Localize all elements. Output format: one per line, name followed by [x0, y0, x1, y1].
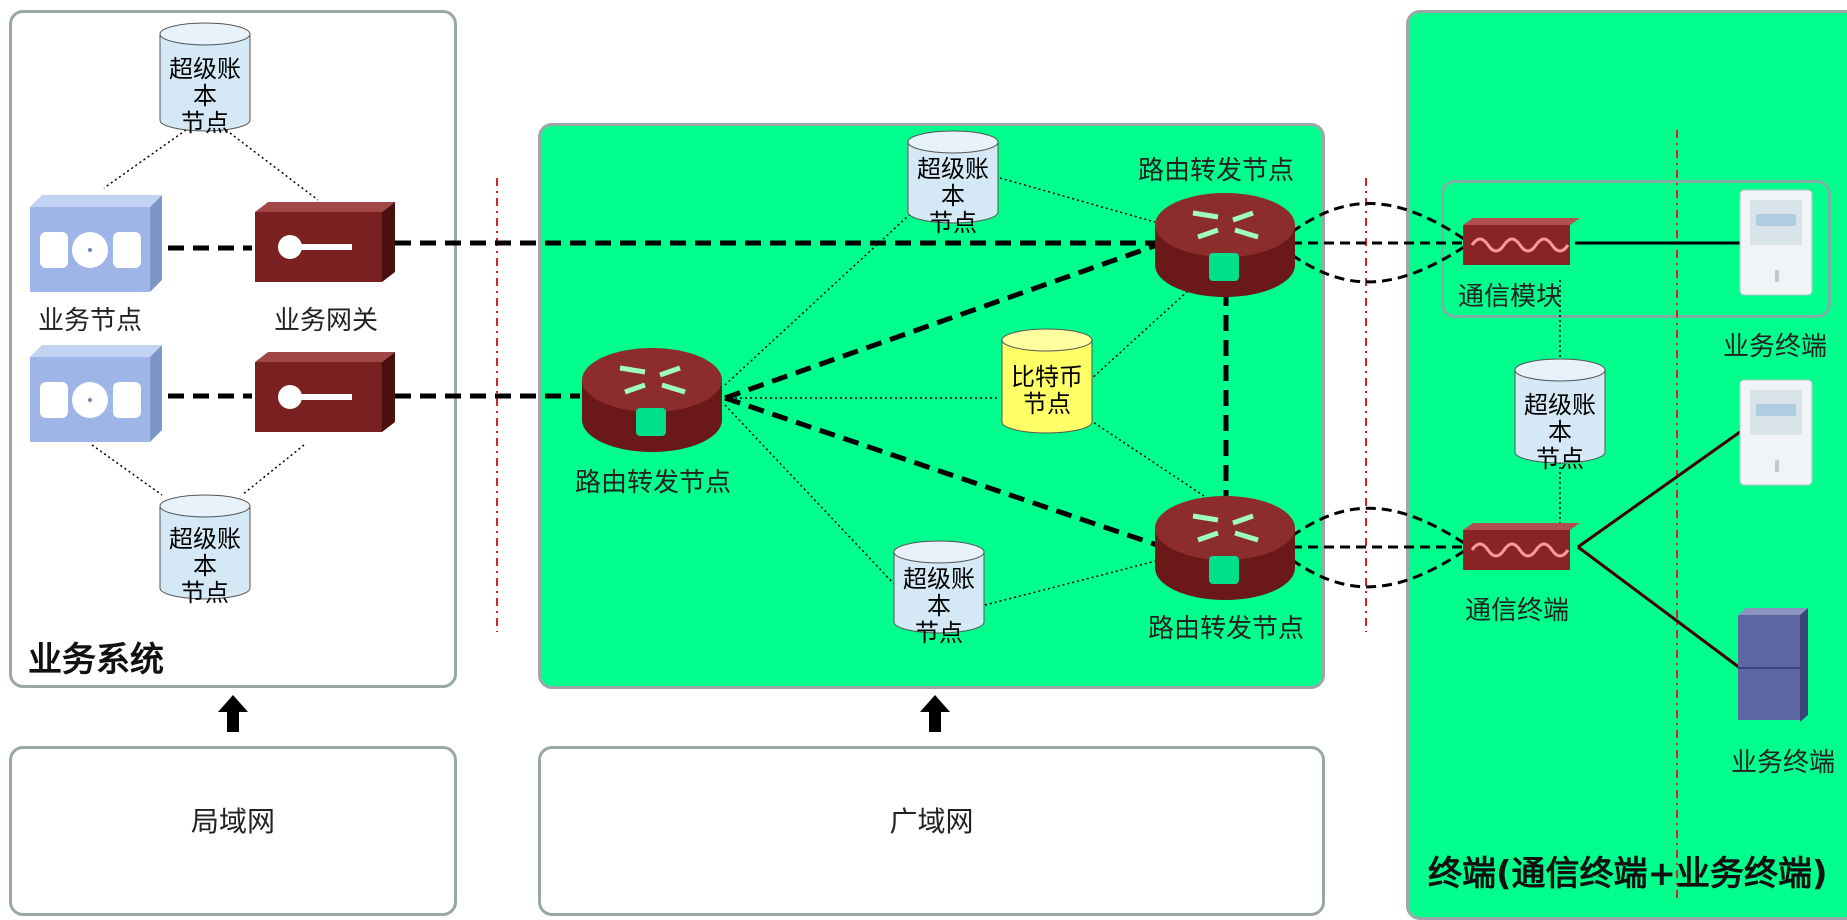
- router-left: [582, 348, 722, 452]
- ledger-node-label: 超级账本节点: [903, 565, 975, 647]
- business-terminal-label-1: 业务终端: [1723, 332, 1828, 362]
- connection-lines: [30, 129, 1813, 900]
- ledger-node-label: 超级账本节点: [169, 525, 241, 607]
- router-label-left: 路由转发节点: [575, 468, 732, 498]
- business-node-1: [30, 195, 162, 292]
- business-node-2: [30, 345, 162, 442]
- ledger-node-wan-top: 超级账本节点: [906, 130, 1000, 237]
- router-top: [1155, 193, 1295, 297]
- business-node-label-1: 业务节点: [38, 306, 143, 336]
- business-system-title: 业务系统: [28, 640, 164, 680]
- router-label-bottom: 路由转发节点: [1148, 614, 1305, 644]
- business-gateway-1: [255, 202, 395, 282]
- comm-terminal-device: [1463, 523, 1580, 570]
- comm-module-group: [1441, 180, 1831, 318]
- business-terminal-label-2: 业务终端: [1731, 748, 1836, 778]
- ledger-node-label: 超级账本节点: [917, 155, 989, 237]
- business-gateway-2: [255, 352, 395, 432]
- terminal-title: 终端(通信终端+业务终端): [1428, 854, 1828, 894]
- ledger-node-terminal: 超级账本节点: [1513, 358, 1607, 473]
- router-label-top: 路由转发节点: [1138, 156, 1295, 186]
- ledger-node-wan-bottom: 超级账本节点: [892, 540, 986, 647]
- ledger-node-label: 超级账本节点: [1524, 391, 1596, 473]
- wan-box: [538, 746, 1325, 916]
- meter-1: [1739, 189, 1813, 296]
- business-gateway-label-1: 业务网关: [274, 306, 379, 336]
- meter-2: [1739, 379, 1813, 486]
- wan-label: 广域网: [889, 805, 974, 838]
- comm-module-label: 通信模块: [1458, 282, 1563, 312]
- bitcoin-node-label: 比特币节点: [1011, 363, 1083, 418]
- router-bottom: [1155, 496, 1295, 600]
- bitcoin-node: 比特币节点: [1000, 328, 1094, 436]
- comm-module-device: [1463, 218, 1580, 265]
- lan-label: 局域网: [190, 805, 275, 838]
- ledger-node-bottom-left: 超级账本节点: [158, 494, 252, 607]
- comm-terminal-label: 通信终端: [1465, 596, 1570, 626]
- cabinet: [1738, 608, 1808, 722]
- ledger-node-label: 超级账本节点: [169, 55, 241, 137]
- ledger-node-top-left: 超级账本节点: [158, 22, 252, 137]
